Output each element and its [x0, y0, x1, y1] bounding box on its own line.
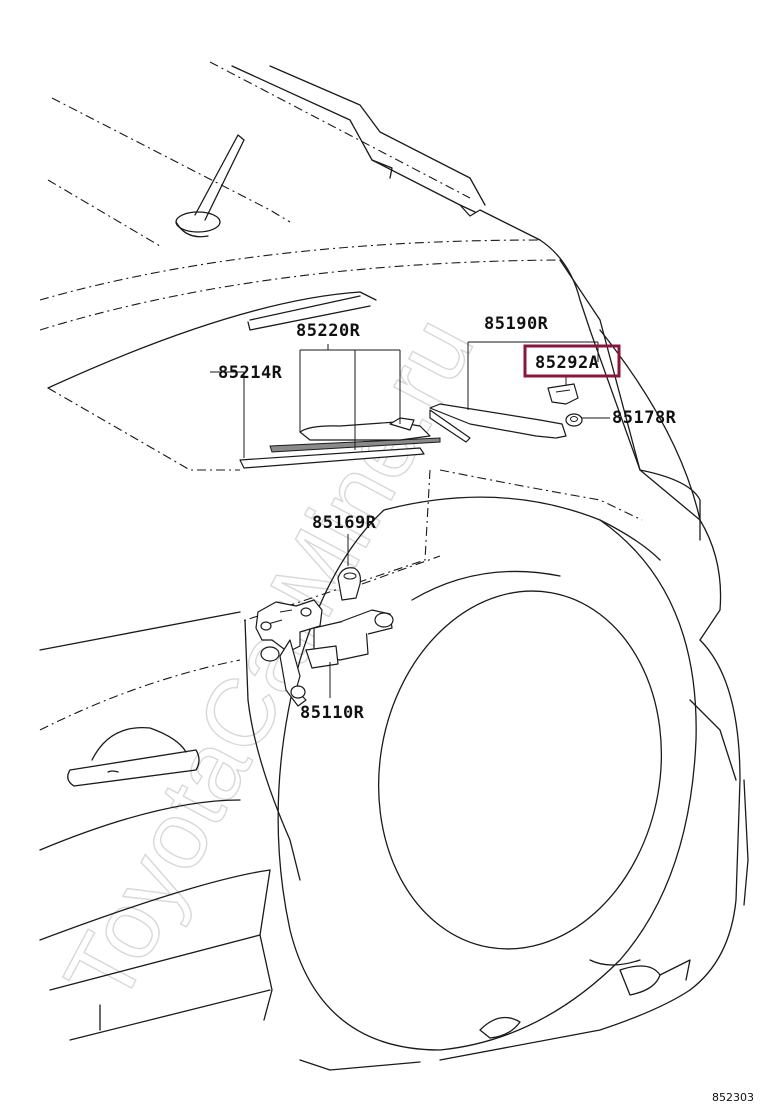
- leader-lines: [210, 341, 610, 698]
- spare-tire-cover: [277, 496, 697, 1051]
- nut: [565, 413, 583, 427]
- arm-cover: [547, 383, 579, 405]
- part-label-85169r[interactable]: 85169R: [312, 513, 377, 533]
- part-label-85220r[interactable]: 85220R: [296, 321, 361, 341]
- vehicle-body-outline: [39, 61, 749, 1071]
- figure-code: 852303: [712, 1091, 754, 1104]
- part-label-85190r[interactable]: 85190R: [484, 314, 549, 334]
- highlight-box-85292a: [523, 344, 621, 378]
- part-label-85178r[interactable]: 85178R: [612, 408, 677, 428]
- wiper-motor: [255, 599, 394, 707]
- part-label-85110r[interactable]: 85110R: [300, 703, 365, 723]
- part-label-85214r[interactable]: 85214R: [218, 363, 283, 383]
- part-labels: 85220R 85214R 85190R 85292A 85178R 85169…: [218, 314, 677, 723]
- pivot-cap: [337, 567, 361, 601]
- wiper-arm: [429, 403, 567, 443]
- part-label-85292a[interactable]: 85292A: [535, 353, 599, 373]
